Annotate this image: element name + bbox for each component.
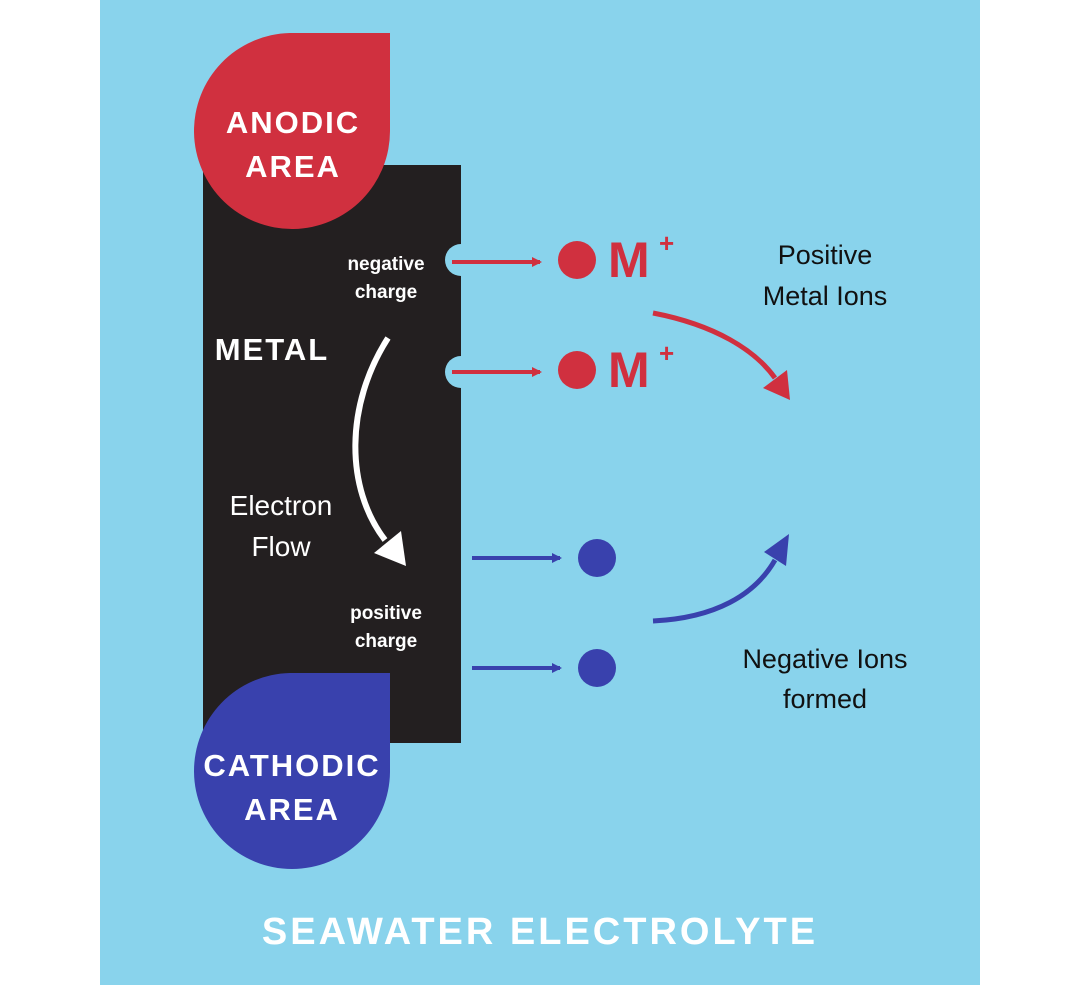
positive-ions-label-line2: Metal Ions bbox=[763, 281, 888, 311]
electrolyte-label: SEAWATER ELECTROLYTE bbox=[262, 911, 818, 953]
negative-ions-label-line1: Negative Ions bbox=[742, 644, 907, 674]
negative-charge-label-line1: negative bbox=[347, 254, 424, 275]
metal-ion-symbol-top: M bbox=[608, 232, 650, 288]
negative-ions-curved-arrowhead bbox=[764, 534, 789, 566]
negative-charge-label-line2: charge bbox=[355, 282, 417, 303]
positive-ions-curved-arrowhead bbox=[763, 370, 790, 400]
metal-ion-charge-middle: + bbox=[659, 338, 674, 368]
negative-ions-curved-arrow bbox=[652, 558, 778, 624]
electron-flow-arrowhead bbox=[374, 531, 406, 566]
positive-charge-label-line2: charge bbox=[355, 631, 417, 652]
cathodic-label-line1: CATHODIC bbox=[203, 748, 380, 783]
cathodic-label-line2: AREA bbox=[244, 792, 340, 827]
negative-ions-label-line2: formed bbox=[783, 684, 867, 714]
metal-label: METAL bbox=[215, 332, 329, 367]
anodic-area-shape bbox=[194, 33, 391, 229]
anodic-label-line1: ANODIC bbox=[226, 105, 360, 140]
negative-ion-dot-top bbox=[578, 539, 616, 577]
negative-ion-dot-bottom bbox=[578, 649, 616, 687]
positive-ions-curved-arrow bbox=[652, 310, 778, 380]
positive-charge-label-line1: positive bbox=[350, 603, 422, 624]
positive-ions-label-line1: Positive bbox=[778, 240, 873, 270]
metal-ion-dot-middle bbox=[558, 351, 596, 389]
metal-ion-symbol-middle: M bbox=[608, 342, 650, 398]
electron-flow-label-line2: Flow bbox=[251, 531, 311, 562]
electron-flow-label-line1: Electron bbox=[230, 490, 333, 521]
metal-ion-charge-top: + bbox=[659, 228, 674, 258]
electron-flow-arrow bbox=[352, 336, 391, 542]
anodic-label-line2: AREA bbox=[245, 149, 341, 184]
cathodic-area-shape bbox=[194, 673, 390, 869]
metal-ion-dot-top bbox=[558, 241, 596, 279]
metal-block bbox=[203, 165, 461, 743]
